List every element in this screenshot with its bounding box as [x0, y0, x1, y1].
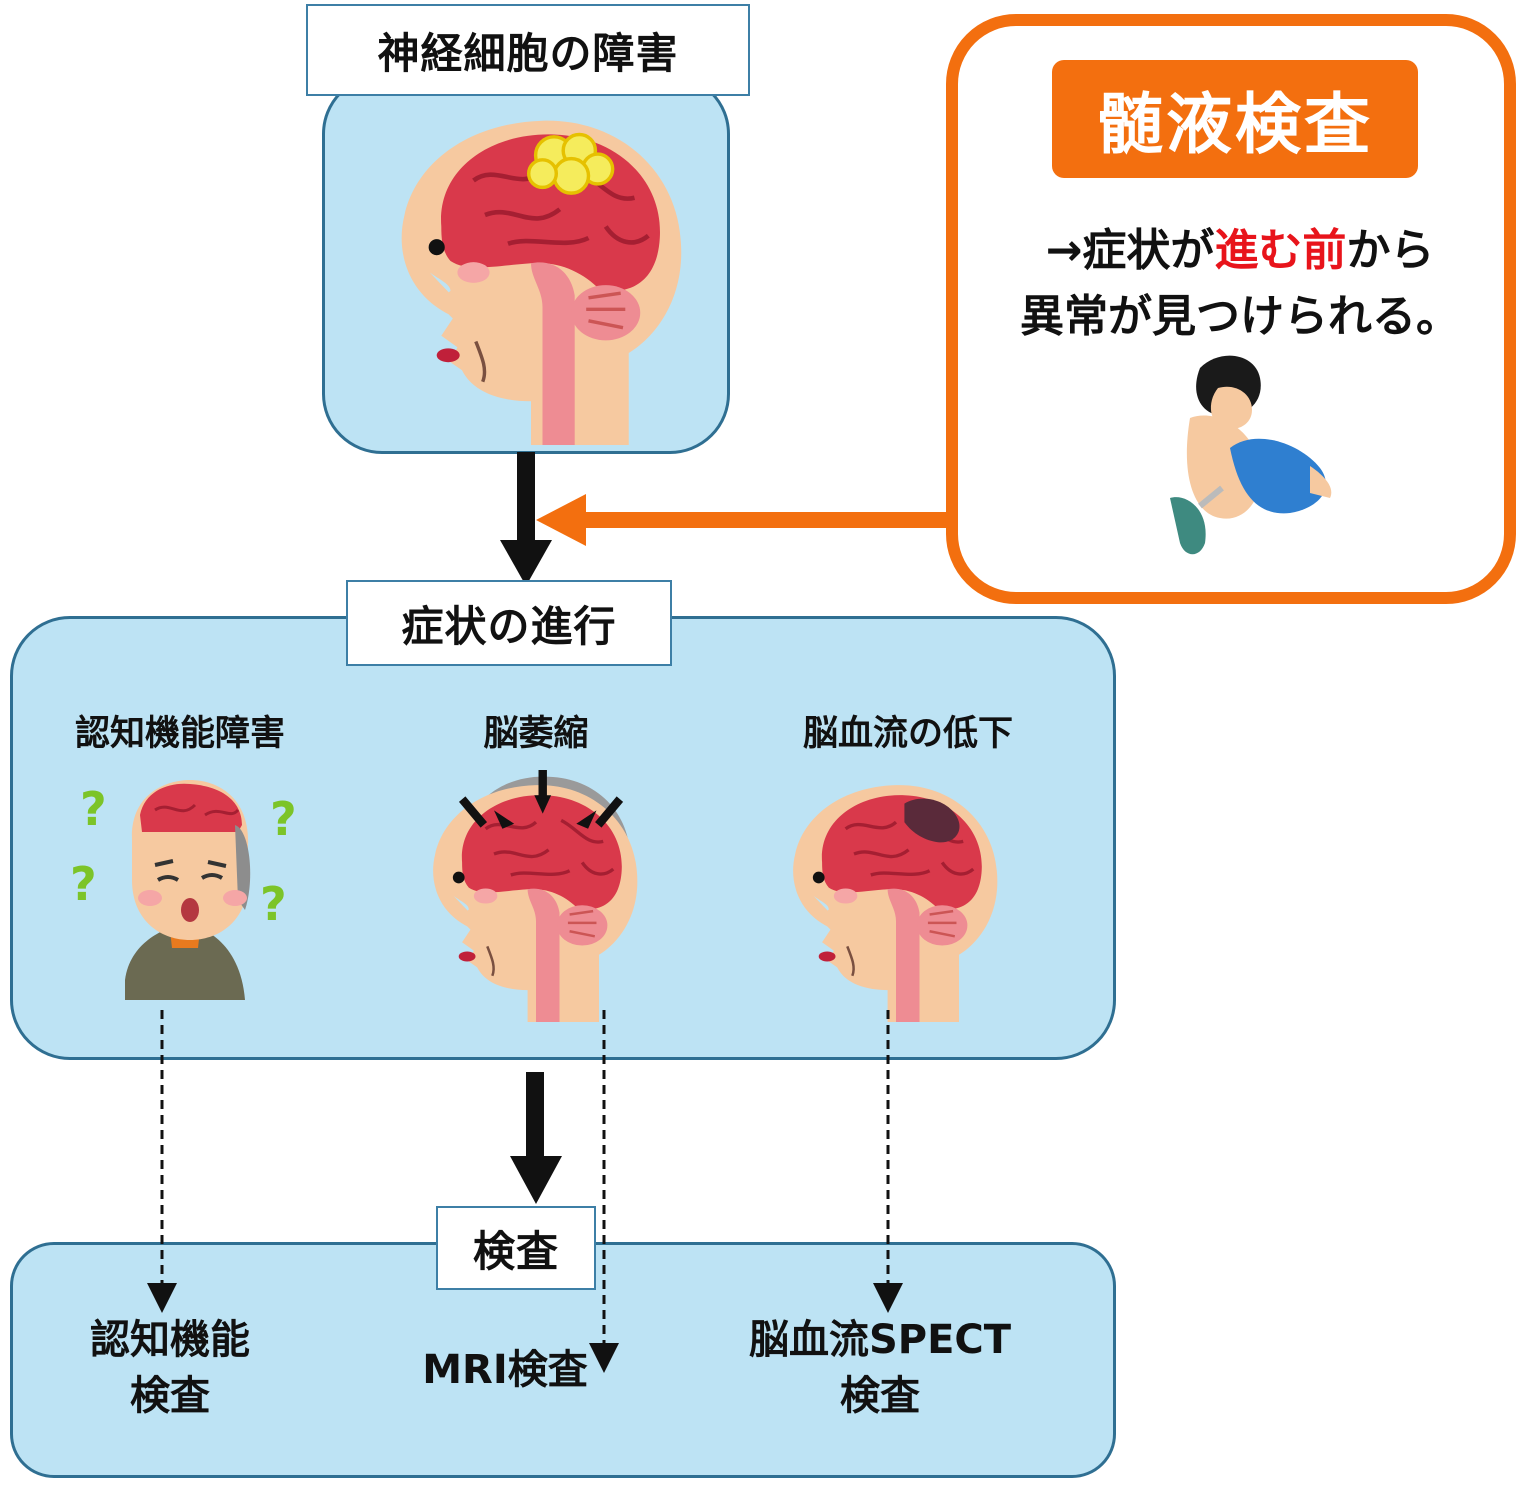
brain-blood-flow-illustration	[791, 783, 1000, 1024]
brain-atrophy-illustration	[431, 770, 640, 1024]
exam-title: 検査	[436, 1206, 596, 1290]
arrow-down-1	[500, 452, 552, 586]
svg-text:?: ?	[260, 877, 287, 931]
symptom-label-atrophy: 脳萎縮	[483, 714, 589, 754]
lumbar-puncture-child-illustration	[1170, 355, 1332, 555]
csf-test-title: 髄液検査	[1052, 60, 1418, 178]
exam-label-mri: MRI検査	[422, 1347, 588, 1393]
svg-text:?: ?	[270, 792, 297, 846]
neuron-damage-title: 神経細胞の障害	[306, 4, 750, 96]
highlight-text: 進む前	[1214, 225, 1347, 276]
confused-elderly-illustration: ?? ??	[70, 780, 297, 1000]
exam-label-cognitive: 認知機能 検査	[90, 1317, 250, 1419]
csf-test-note-line1: →症状が進む前から	[1045, 225, 1435, 276]
brain-neuron-damage-illustration	[402, 121, 682, 445]
symptom-label-blood-flow: 脳血流の低下	[802, 714, 1013, 754]
arrow-down-2	[510, 1072, 562, 1204]
symptom-progress-title: 症状の進行	[346, 580, 672, 666]
csf-test-note-line2: 異常が見つけられる。	[1020, 291, 1460, 342]
svg-text:?: ?	[80, 782, 107, 836]
csf-arrow	[536, 494, 950, 546]
svg-text:?: ?	[70, 857, 97, 911]
exam-label-spect: 脳血流SPECT 検査	[748, 1317, 1012, 1419]
symptom-label-cognitive: 認知機能障害	[74, 714, 285, 754]
